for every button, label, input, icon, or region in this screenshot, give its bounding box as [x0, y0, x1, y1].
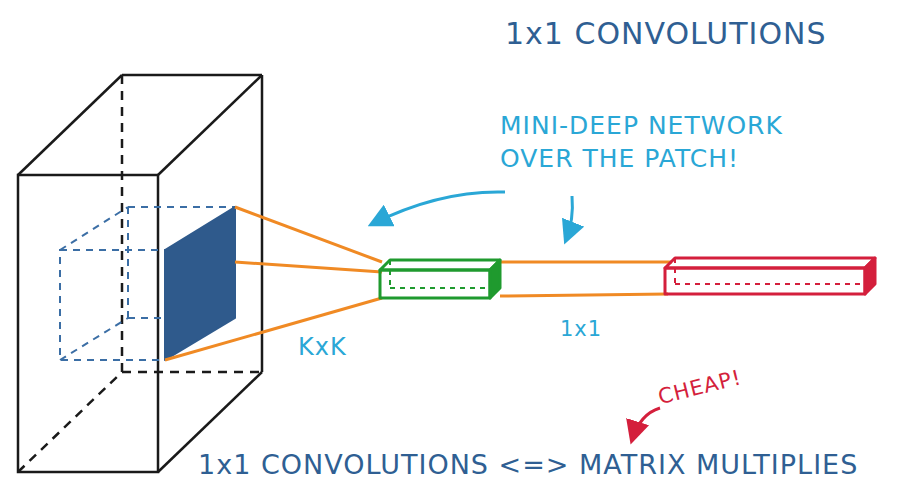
patch-vector	[380, 260, 500, 298]
diagram-caption: 1x1 CONVOLUTIONS <=> MATRIX MULTIPLIES	[198, 447, 858, 482]
output-vector	[665, 258, 875, 294]
callout-arrow	[566, 196, 572, 240]
diagram-title: 1x1 CONVOLUTIONS	[505, 14, 827, 53]
projection-lines	[165, 207, 672, 360]
patch-face	[165, 207, 235, 360]
input-volume	[18, 75, 262, 472]
dimension-label: KxK	[298, 332, 347, 363]
callout-arrow	[372, 192, 505, 224]
patch-cube	[60, 207, 235, 360]
callout-arrow	[632, 408, 660, 440]
dimension-label: 1x1	[560, 316, 602, 343]
callout-note: MINI-DEEP NETWORK OVER THE PATCH!	[500, 110, 845, 175]
callout-note: CHEAP!	[655, 364, 744, 411]
